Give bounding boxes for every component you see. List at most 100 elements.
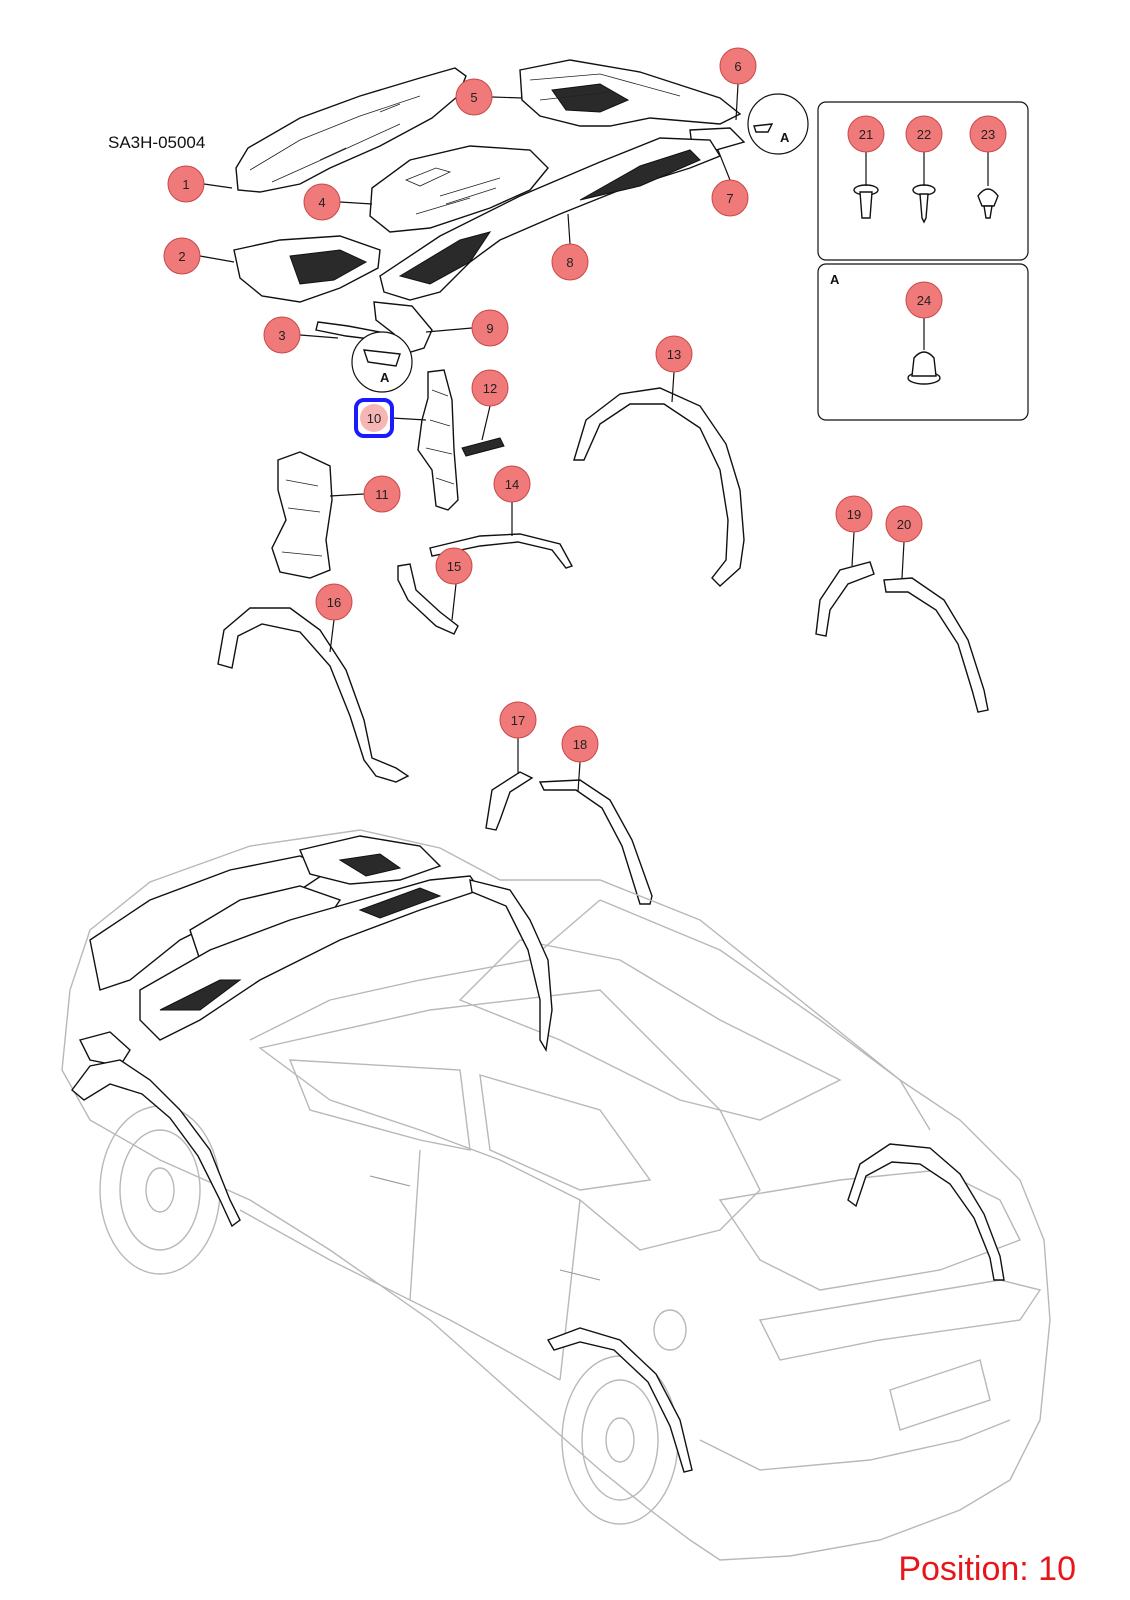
callout-bubble <box>905 281 943 319</box>
callout-bubble <box>655 335 693 373</box>
callout-20[interactable]: 20 <box>885 505 923 543</box>
callout-bubble <box>493 465 531 503</box>
part-19-arch-trim <box>815 561 875 637</box>
callout-number: 15 <box>447 559 461 574</box>
callout-5[interactable]: 5 <box>455 78 493 116</box>
callout-2[interactable]: 2 <box>163 237 201 275</box>
fastener-21-clip <box>853 184 879 219</box>
callout-bubble <box>303 183 341 221</box>
callout-number: 17 <box>511 713 525 728</box>
callout-leader-3 <box>299 334 339 339</box>
callout-6[interactable]: 6 <box>719 47 757 85</box>
callout-leader-13 <box>671 371 675 403</box>
callout-number: 6 <box>734 59 741 74</box>
callout-9[interactable]: 9 <box>471 309 509 347</box>
callout-bubble <box>835 495 873 533</box>
callout-number: 14 <box>505 477 519 492</box>
part-18-arch-trim <box>538 779 653 905</box>
callout-8[interactable]: 8 <box>551 243 589 281</box>
callout-leader-7 <box>717 149 731 181</box>
callout-14[interactable]: 14 <box>493 465 531 503</box>
part-14-strip <box>429 533 574 569</box>
callout-leader-5 <box>491 96 523 99</box>
callout-number: 12 <box>483 381 497 396</box>
callout-18[interactable]: 18 <box>561 725 599 763</box>
callout-number: 23 <box>981 127 995 142</box>
callout-leader-10 <box>391 417 427 421</box>
detail-a-box-label: A <box>830 272 840 287</box>
callout-leaders <box>199 83 989 793</box>
callout-1[interactable]: 1 <box>167 165 205 203</box>
callout-bubble <box>551 243 589 281</box>
callout-bubble <box>969 115 1007 153</box>
callout-number: 22 <box>917 127 931 142</box>
vehicle-outline <box>61 829 1051 1561</box>
callout-leader-8 <box>567 213 571 245</box>
callout-bubble <box>471 309 509 347</box>
part-8-side-panel <box>379 137 722 301</box>
callout-number: 13 <box>667 347 681 362</box>
detail-a-label: A <box>780 130 790 145</box>
part-20-arch-trim <box>883 577 989 713</box>
callout-bubble <box>499 701 537 739</box>
callout-7[interactable]: 7 <box>711 179 749 217</box>
callout-bubble <box>163 237 201 275</box>
fastener-24-nut <box>907 351 941 385</box>
callout-16[interactable]: 16 <box>315 583 353 621</box>
part-11-duct <box>271 451 333 579</box>
diagram-code: SA3H-05004 <box>108 133 205 152</box>
callout-leader-4 <box>339 201 373 205</box>
callout-number: 5 <box>470 90 477 105</box>
callout-leader-6 <box>735 83 739 121</box>
part-2-tray <box>233 235 381 303</box>
callout-12[interactable]: 12 <box>471 369 509 407</box>
callout-number: 11 <box>375 487 389 502</box>
callout-number: 1 <box>182 177 189 192</box>
callout-bubble <box>360 404 388 432</box>
callout-bubble <box>263 316 301 354</box>
callout-23[interactable]: 23 <box>969 115 1007 153</box>
detail-a-box: A <box>817 263 1029 421</box>
callout-leader-2 <box>199 255 235 263</box>
callout-22[interactable]: 22 <box>905 115 943 153</box>
part-15-strip <box>397 563 459 635</box>
callout-17[interactable]: 17 <box>499 701 537 739</box>
fastener-22-screw <box>912 184 936 224</box>
part-9-bracket <box>373 301 433 355</box>
callout-leader-18 <box>577 761 581 793</box>
callout-number: 10 <box>367 411 381 426</box>
callout-13[interactable]: 13 <box>655 335 693 373</box>
callout-bubble <box>455 78 493 116</box>
callout-11[interactable]: 11 <box>363 475 401 513</box>
part-13-wheel-arch <box>573 387 745 587</box>
callout-leader-19 <box>851 531 855 567</box>
detail-a-circle-left: A <box>351 331 413 393</box>
callout-bubble <box>363 475 401 513</box>
callout-21[interactable]: 21 <box>847 115 885 153</box>
vehicle-installed-parts <box>71 835 1005 1473</box>
callout-bubble <box>561 725 599 763</box>
callout-number: 16 <box>327 595 341 610</box>
callout-number: 21 <box>859 127 873 142</box>
callout-bubble <box>167 165 205 203</box>
callout-15[interactable]: 15 <box>435 547 473 585</box>
part-16-wheel-arch <box>217 607 410 783</box>
callout-bubble <box>905 115 943 153</box>
callout-number: 19 <box>847 507 861 522</box>
callout-leader-9 <box>425 327 473 333</box>
callout-leader-15 <box>451 583 457 621</box>
callout-19[interactable]: 19 <box>835 495 873 533</box>
detail-a-circle-top: A <box>747 93 809 155</box>
callout-bubble <box>885 505 923 543</box>
callout-4[interactable]: 4 <box>303 183 341 221</box>
callout-number: 7 <box>726 191 733 206</box>
callout-number: 9 <box>486 321 493 336</box>
callout-3[interactable]: 3 <box>263 316 301 354</box>
callout-10[interactable]: 10 <box>354 398 394 438</box>
part-4-centre-cover <box>369 145 549 233</box>
part-17-arch-trim <box>485 771 534 831</box>
callout-24[interactable]: 24 <box>905 281 943 319</box>
part-10-duct <box>417 369 459 511</box>
callout-number: 24 <box>917 293 931 308</box>
